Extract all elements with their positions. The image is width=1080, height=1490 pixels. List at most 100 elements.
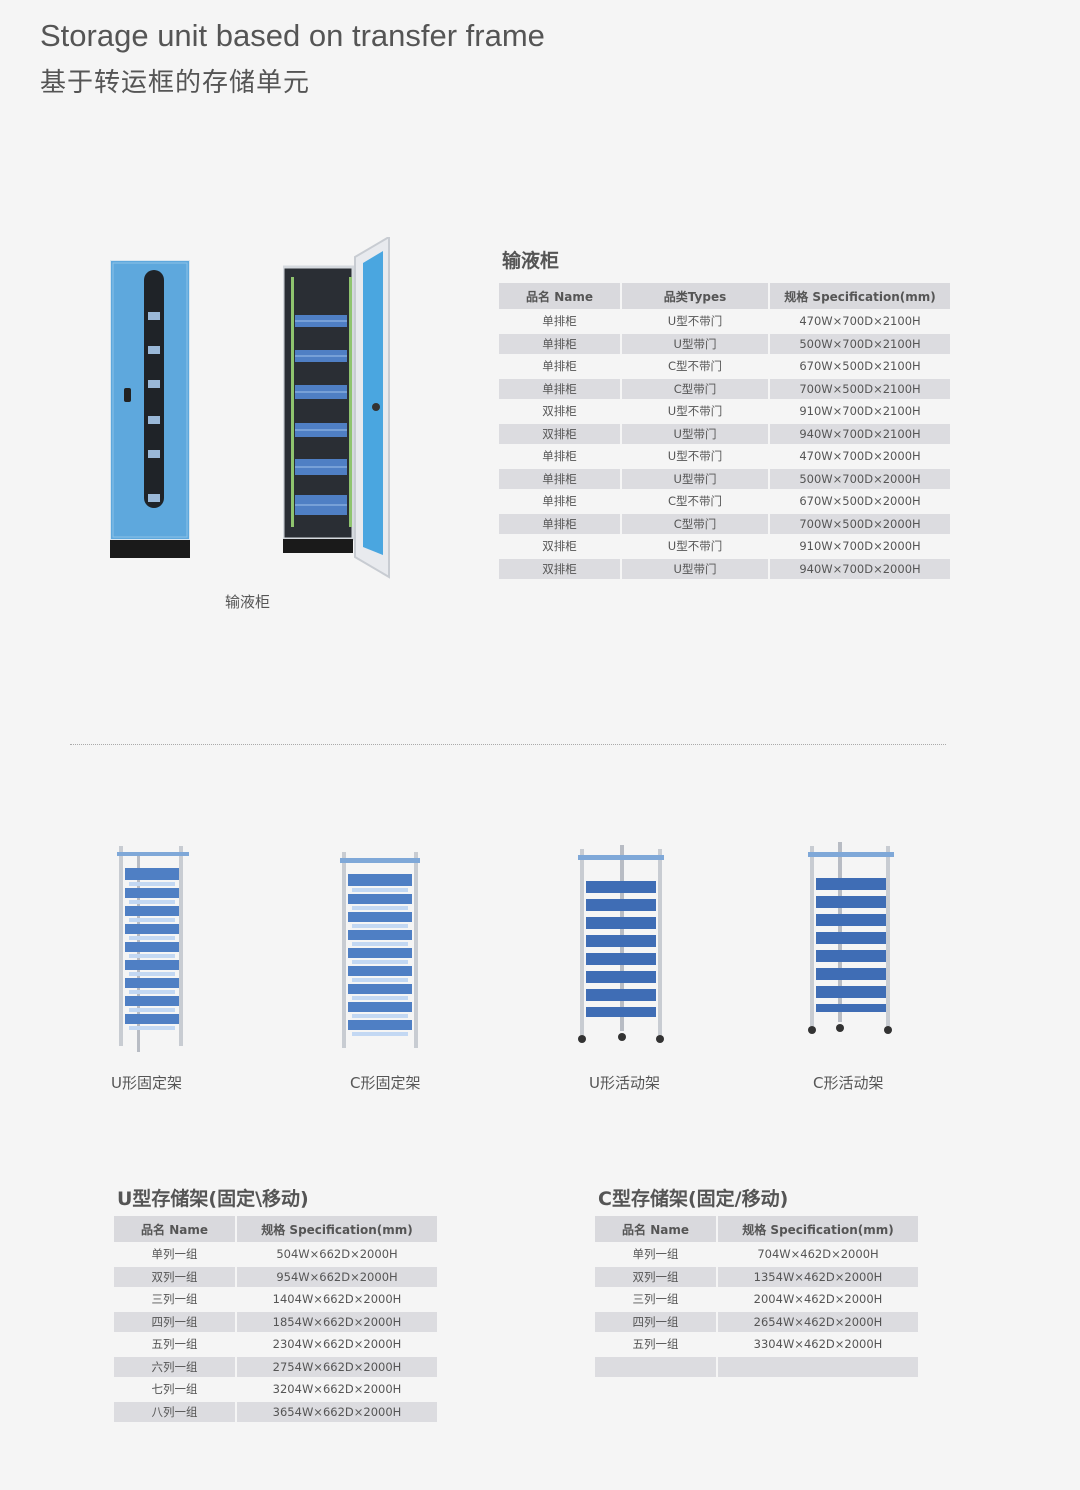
open-cabinet-image: [283, 237, 390, 579]
page-title-en: Storage unit based on transfer frame: [40, 18, 545, 53]
rack-caption-c-mobile: C形活动架: [813, 1074, 884, 1092]
table-header-row: 品名 Name 规格 Specification(mm): [114, 1216, 437, 1242]
cell: 五列一组: [151, 1337, 198, 1352]
rack-caption-u-fixed: U形固定架: [111, 1074, 182, 1092]
cabinet-spec-table: 品名 Name 品类Types 规格 Specification(mm) 单排柜…: [497, 281, 952, 581]
cell: 1854W×662D×2000H: [237, 1311, 437, 1332]
cell: 670W×500D×2100H: [799, 359, 921, 374]
column-header: 品名 Name: [595, 1216, 716, 1242]
cell: U型不带门: [667, 449, 723, 464]
cell: 670W×500D×2000H: [799, 494, 921, 509]
u-spec-table: 品名 Name 规格 Specification(mm) 单列一组 504W×66…: [112, 1214, 439, 1424]
table-row: [595, 1356, 918, 1377]
table-row: 双排柜 U型不带门 910W×700D×2100H: [499, 401, 950, 422]
cell: 1404W×662D×2000H: [272, 1292, 402, 1307]
column-header: 品名 Name: [114, 1216, 235, 1242]
cell: 3204W×662D×2000H: [272, 1382, 402, 1397]
table-row: 五列一组 3304W×462D×2000H: [595, 1334, 918, 1355]
cell: 1354W×462D×2000H: [718, 1266, 918, 1287]
c-table-title: C型存储架(固定/移动): [598, 1188, 789, 1210]
column-header: 品类Types: [622, 283, 768, 309]
cell: 双排柜: [499, 423, 620, 444]
cell: 954W×662D×2000H: [237, 1266, 437, 1287]
cell: 五列一组: [632, 1337, 679, 1352]
cell: 单排柜: [542, 314, 577, 329]
u-fixed-rack-image: [117, 846, 189, 1052]
cell: 500W×700D×2100H: [770, 333, 950, 354]
cell: 六列一组: [114, 1356, 235, 1377]
column-header: 品名 Name: [499, 283, 620, 309]
cell: 双排柜: [542, 539, 577, 554]
cell: U型带门: [622, 423, 768, 444]
cell: C型不带门: [667, 359, 723, 374]
c-fixed-rack-image: [340, 852, 420, 1048]
cell: 2004W×462D×2000H: [753, 1292, 883, 1307]
cell: 单排柜: [499, 513, 620, 534]
table-row: 单排柜 U型不带门 470W×700D×2000H: [499, 446, 950, 467]
cell: 三列一组: [151, 1292, 198, 1307]
rack-caption-c-fixed: C形固定架: [350, 1074, 421, 1092]
cell: 704W×462D×2000H: [757, 1247, 879, 1262]
cell: 2754W×662D×2000H: [237, 1356, 437, 1377]
cell: C型带门: [622, 513, 768, 534]
page-title-cn: 基于转运框的存储单元: [40, 68, 311, 98]
cell: 910W×700D×2100H: [799, 404, 921, 419]
rack-caption-u-mobile: U形活动架: [589, 1074, 660, 1092]
u-table-title: U型存储架(固定\移动): [117, 1188, 309, 1210]
cell: 504W×662D×2000H: [276, 1247, 398, 1262]
cell: 3654W×662D×2000H: [237, 1401, 437, 1422]
cell: 四列一组: [114, 1311, 235, 1332]
cell: 470W×700D×2100H: [799, 314, 921, 329]
cell: U型带门: [622, 468, 768, 489]
u-mobile-rack-image: [578, 845, 664, 1043]
cell: 700W×500D×2100H: [770, 378, 950, 399]
cell: 单排柜: [499, 468, 620, 489]
cell: C型不带门: [667, 494, 723, 509]
cell: 2304W×662D×2000H: [272, 1337, 402, 1352]
column-header: 规格 Specification(mm): [770, 283, 950, 309]
cell: 单排柜: [542, 494, 577, 509]
cell: U型不带门: [667, 539, 723, 554]
section-divider: [70, 744, 946, 745]
cell: 500W×700D×2000H: [770, 468, 950, 489]
cell: 双列一组: [114, 1266, 235, 1287]
cell: U型不带门: [667, 314, 723, 329]
cell: 940W×700D×2100H: [770, 423, 950, 444]
cell: C型带门: [622, 378, 768, 399]
table-header-row: 品名 Name 规格 Specification(mm): [595, 1216, 918, 1242]
cell: 940W×700D×2000H: [770, 558, 950, 579]
cabinet-table-title: 输液柜: [502, 250, 560, 272]
table-row: 三列一组 2004W×462D×2000H: [595, 1289, 918, 1310]
cell: U型不带门: [667, 404, 723, 419]
cell: 双排柜: [499, 558, 620, 579]
cell: 470W×700D×2000H: [799, 449, 921, 464]
cell: 双排柜: [542, 404, 577, 419]
cell: 700W×500D×2000H: [770, 513, 950, 534]
cell: 单排柜: [542, 449, 577, 464]
cell: 3304W×462D×2000H: [753, 1337, 883, 1352]
cell: 三列一组: [632, 1292, 679, 1307]
table-row: 五列一组 2304W×662D×2000H: [114, 1334, 437, 1355]
table-row: 单列一组 704W×462D×2000H: [595, 1244, 918, 1265]
cell: 单列一组: [632, 1247, 679, 1262]
cell: 单列一组: [151, 1247, 198, 1262]
cabinet-caption: 输液柜: [225, 593, 271, 611]
cell: [718, 1356, 918, 1377]
cell: 四列一组: [595, 1311, 716, 1332]
c-mobile-rack-image: [808, 842, 894, 1034]
column-header: 规格 Specification(mm): [718, 1216, 918, 1242]
cell: 单排柜: [499, 378, 620, 399]
